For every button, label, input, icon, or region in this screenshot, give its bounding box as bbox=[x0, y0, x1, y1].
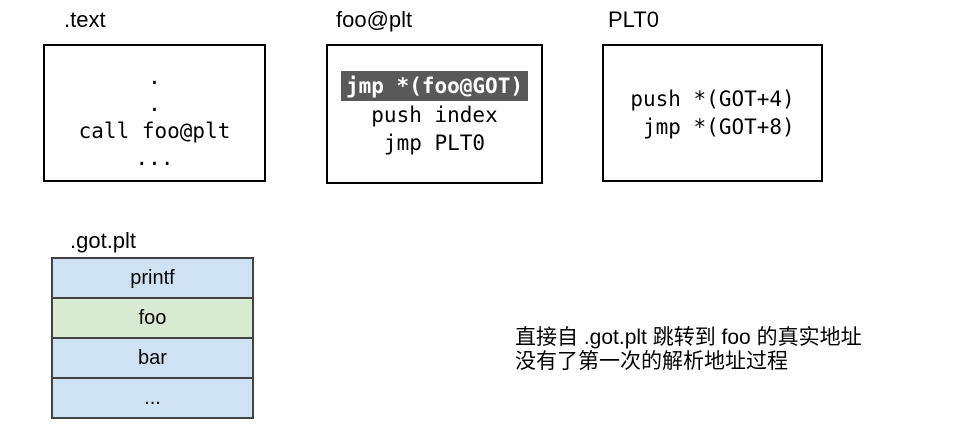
plt0-section-box: push *(GOT+4) jmp *(GOT+8) bbox=[602, 44, 823, 182]
caption: 直接自 .got.plt 跳转到 foo 的真实地址 没有了第一次的解析地址过程 bbox=[515, 326, 862, 374]
got-plt-table: printf foo bar ... bbox=[51, 257, 254, 419]
code-line: jmp *(GOT+8) bbox=[642, 115, 795, 139]
code-line: jmp *(foo@GOT) bbox=[340, 71, 528, 101]
code-line: jmp PLT0 bbox=[383, 131, 486, 155]
text-section-box: . . call foo@plt ... bbox=[43, 44, 266, 182]
got-entry-foo: foo bbox=[53, 299, 252, 339]
text-section-label: .text bbox=[64, 7, 106, 32]
code-line: push index bbox=[371, 103, 498, 127]
code-line: . bbox=[148, 65, 161, 89]
got-entry-printf: printf bbox=[53, 259, 252, 299]
code-line: . bbox=[148, 92, 161, 116]
plt0-code-block: push *(GOT+4) jmp *(GOT+8) bbox=[630, 85, 794, 141]
code-line: call foo@plt bbox=[78, 119, 231, 143]
highlighted-instruction: jmp *(foo@GOT) bbox=[340, 71, 528, 101]
foo-plt-section-box: jmp *(foo@GOT) push index jmp PLT0 bbox=[326, 44, 543, 184]
plt0-section-label: PLT0 bbox=[608, 7, 659, 32]
code-line: ... bbox=[135, 146, 174, 170]
got-entry-more: ... bbox=[53, 379, 252, 417]
code-line: push *(GOT+4) bbox=[630, 87, 795, 111]
got-plt-table-label: .got.plt bbox=[70, 228, 137, 253]
caption-line: 直接自 .got.plt 跳转到 foo 的真实地址 bbox=[515, 326, 862, 349]
got-entry-bar: bar bbox=[53, 339, 252, 379]
foo-plt-section-label: foo@plt bbox=[336, 7, 413, 32]
caption-line: 没有了第一次的解析地址过程 bbox=[515, 350, 788, 373]
